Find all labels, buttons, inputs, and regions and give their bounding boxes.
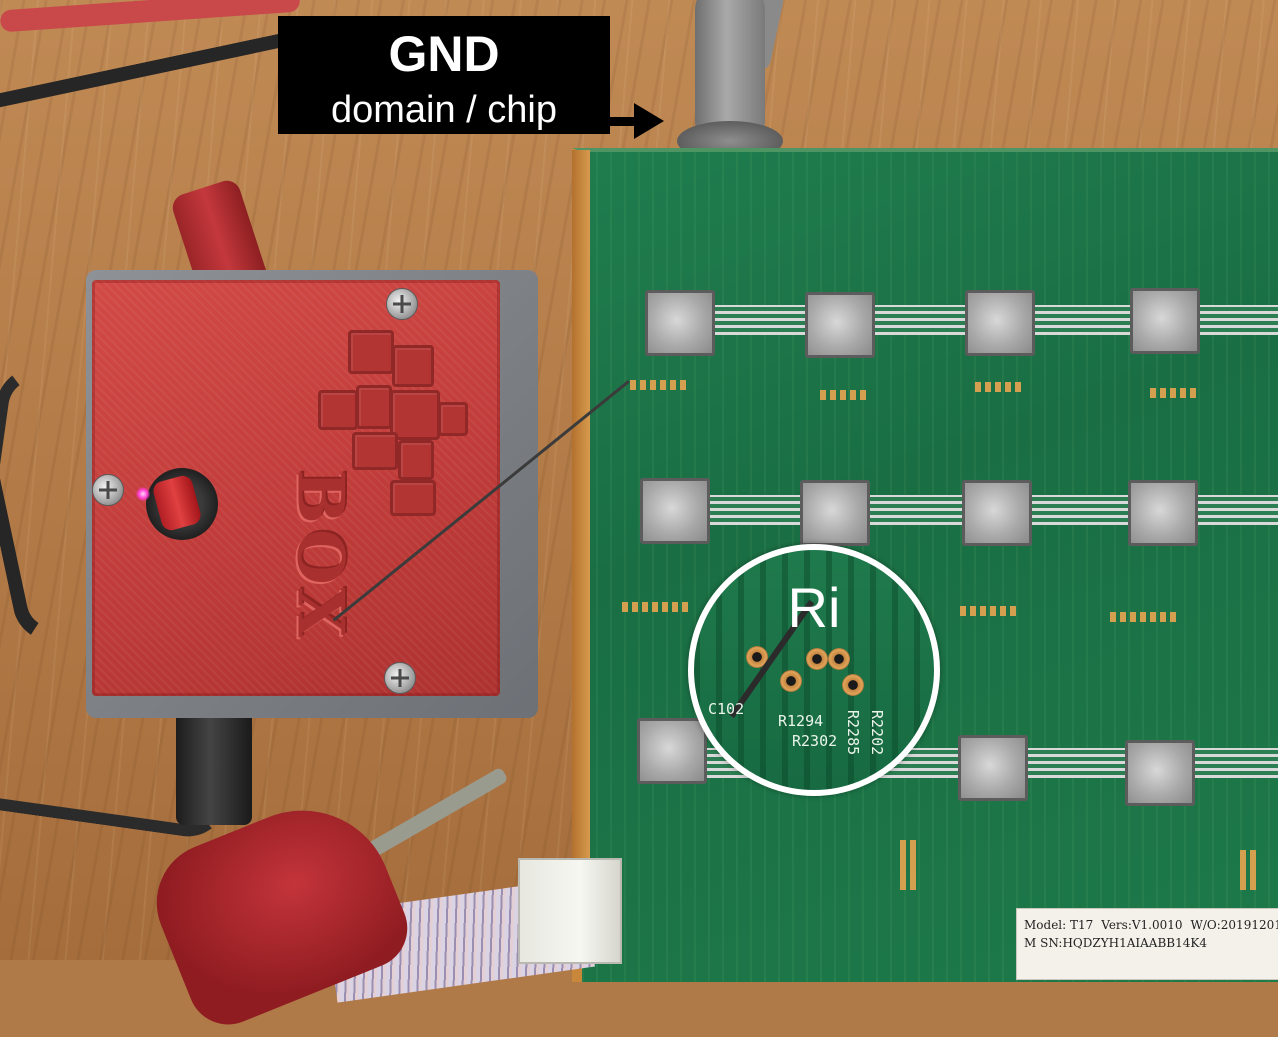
screw-icon	[384, 662, 416, 694]
screw-icon	[386, 288, 418, 320]
component-pads	[975, 382, 1025, 392]
white-connector	[518, 858, 622, 964]
asic-chip	[958, 735, 1028, 801]
logo-block	[348, 330, 394, 374]
logo-block	[398, 440, 434, 480]
asic-chip	[962, 480, 1032, 546]
sticker-line-1: Model: T17 Vers:V1.0010 W/O:20191201	[1024, 918, 1278, 932]
magnifier-inset: C102 R1294 R2302 R2285 R2202 Ri	[688, 544, 940, 796]
box-engraving: BOX	[280, 469, 360, 641]
sticker-serial: M SN:HQDZYH1AIAABB14K4	[1024, 936, 1207, 950]
asic-chip	[1125, 740, 1195, 806]
callout-arrow	[605, 117, 637, 126]
logo-block	[318, 390, 358, 430]
screw-icon	[92, 474, 124, 506]
sticker-version: Vers:V1.0010	[1101, 918, 1183, 932]
sticker-wo: W/O:20191201	[1190, 918, 1278, 932]
magnifier-label: Ri	[787, 576, 841, 639]
solder-pad	[806, 648, 828, 670]
silk-label: R2202	[868, 710, 886, 756]
logo-block	[390, 390, 440, 440]
component-pads	[1150, 388, 1200, 398]
silk-label: R2285	[844, 710, 862, 756]
asic-chip	[800, 480, 870, 546]
component-pads	[960, 606, 1020, 616]
component-pads	[622, 602, 692, 612]
asic-chip	[1130, 288, 1200, 354]
logo-block	[390, 480, 436, 516]
solder-pad	[780, 670, 802, 692]
bnc-connector	[176, 705, 252, 825]
gnd-callout: GND domain / chip	[278, 16, 610, 134]
component-pads	[1240, 850, 1260, 890]
solder-pad	[746, 646, 768, 668]
asic-chip	[1128, 480, 1198, 546]
asic-chip	[640, 478, 710, 544]
silk-label: R1294	[778, 712, 824, 730]
component-pads	[900, 840, 920, 890]
callout-subtitle: domain / chip	[330, 89, 557, 131]
component-pads	[1110, 612, 1180, 622]
silk-label: R2302	[792, 732, 838, 750]
logo-block	[356, 385, 392, 429]
solder-pad	[842, 674, 864, 696]
asic-chip	[805, 292, 875, 358]
asic-chip	[637, 718, 707, 784]
sticker-model: Model: T17	[1024, 918, 1094, 932]
led-indicator	[136, 487, 150, 501]
component-pads	[820, 390, 870, 400]
silk-label: C102	[708, 700, 745, 718]
pcb-edge	[572, 150, 590, 870]
asic-chip	[965, 290, 1035, 356]
logo-block	[352, 432, 398, 470]
box-engraving-text: BOX	[282, 469, 358, 641]
logo-block	[392, 345, 434, 387]
callout-title: GND	[388, 26, 500, 82]
asic-chip	[645, 290, 715, 356]
pcb-board	[572, 148, 1278, 982]
solder-pad	[828, 648, 850, 670]
logo-block	[438, 402, 468, 436]
grey-ground-probe	[677, 0, 783, 161]
arrow-right-icon	[634, 103, 664, 139]
component-pads	[630, 380, 690, 390]
